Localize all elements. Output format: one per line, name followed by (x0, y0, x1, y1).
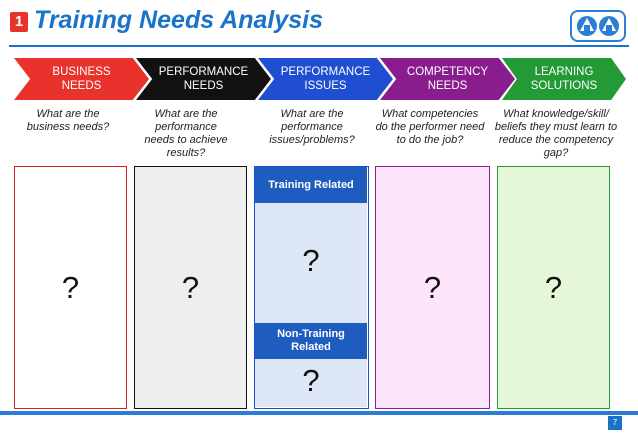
page-number: 7 (608, 416, 622, 430)
stage-question-performance-needs: What are the performance needs to achiev… (144, 108, 228, 159)
stage-question-competency: What competencies do the performer need … (375, 108, 485, 146)
stage-label: LEARNING SOLUTIONS (530, 66, 598, 92)
answer-box-performance-needs: ? (134, 166, 247, 409)
footer-bar (0, 411, 638, 415)
answer-placeholder: ? (302, 243, 320, 278)
answer-placeholder: ? (61, 270, 80, 305)
stage-performance-issues: PERFORMANCE ISSUES (258, 58, 393, 100)
stage-label: PERFORMANCE ISSUES (280, 66, 371, 92)
header-divider (9, 45, 629, 47)
stage-label: PERFORMANCE NEEDS (158, 66, 249, 92)
stage-learning-solutions: LEARNING SOLUTIONS (502, 58, 626, 100)
answer-placeholder: ? (181, 270, 200, 305)
training-related-header: Training Related (255, 167, 367, 203)
stage-question-performance-issues: What are the performance issues/problems… (269, 108, 355, 146)
answer-placeholder: ? (302, 363, 320, 398)
page-title: Training Needs Analysis (34, 6, 323, 34)
logo-icon (570, 10, 626, 42)
stage-performance-needs: PERFORMANCE NEEDS (136, 58, 271, 100)
training-related-body: ? (255, 203, 367, 323)
section-number-badge: 1 (10, 12, 28, 32)
stage-business-needs: BUSINESS NEEDS (14, 58, 149, 100)
stage-question-learning: What knowledge/skill/ beliefs they must … (494, 108, 618, 159)
answer-box-learning: ? (497, 166, 610, 409)
stage-competency-needs: COMPETENCY NEEDS (380, 58, 515, 100)
stage-label: BUSINESS NEEDS (52, 66, 111, 92)
answer-box-business: ? (14, 166, 127, 409)
answer-placeholder: ? (423, 270, 442, 305)
non-training-related-header: Non-Training Related (255, 323, 367, 359)
answer-placeholder: ? (544, 270, 563, 305)
stage-label: COMPETENCY NEEDS (406, 66, 489, 92)
non-training-related-body: ? (255, 359, 367, 407)
stage-question-business: What are the business needs? (26, 108, 110, 133)
answer-box-performance-issues: Training Related ? Non-Training Related … (254, 166, 369, 409)
answer-box-competency: ? (375, 166, 490, 409)
